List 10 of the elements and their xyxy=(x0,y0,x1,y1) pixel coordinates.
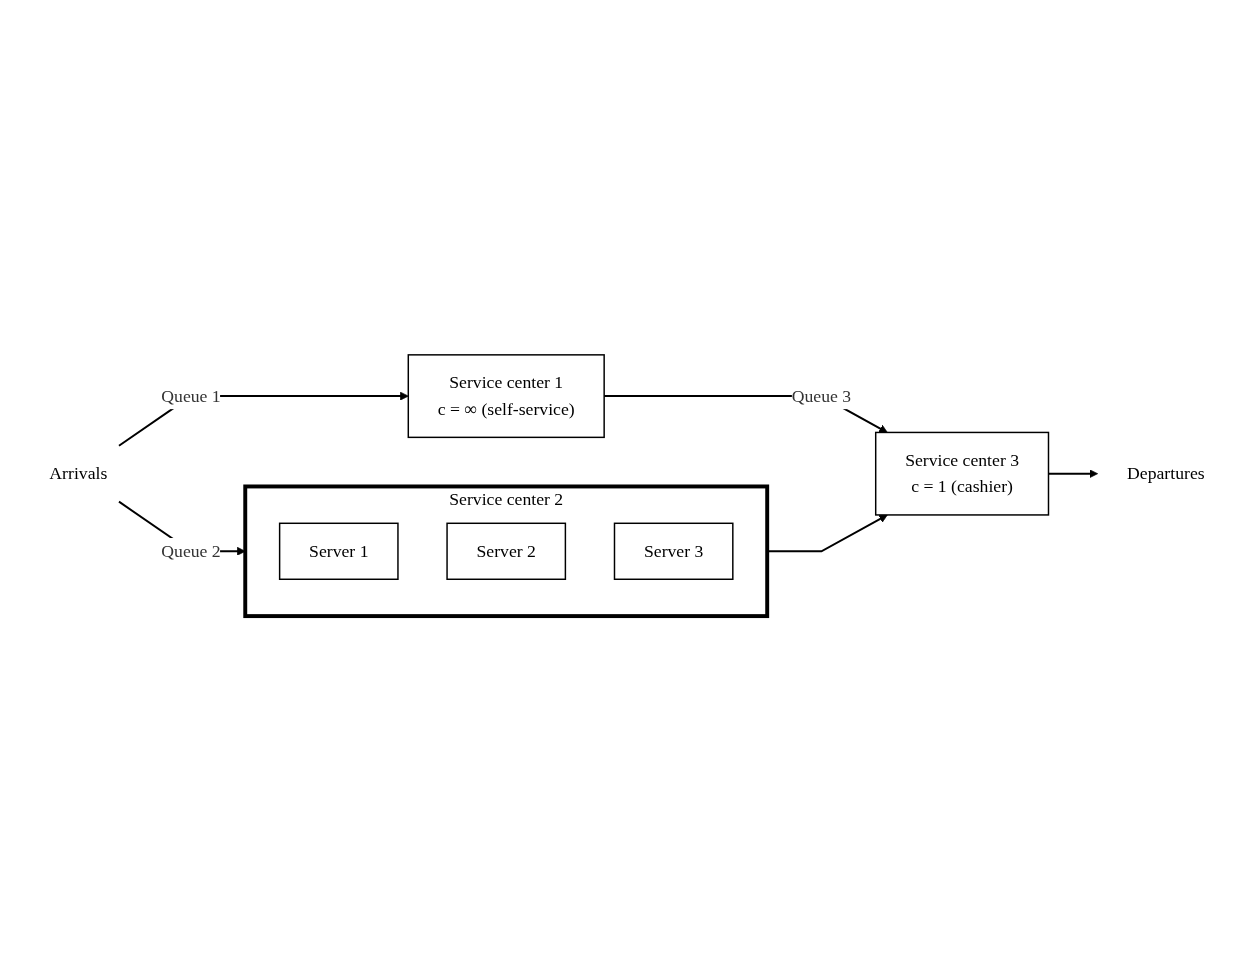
node-box: Server 1 xyxy=(278,522,399,580)
edge-label: Queue 3 xyxy=(791,385,852,405)
node-box: Service center 1 c = ∞ (self-service) xyxy=(407,353,605,438)
edge-label: Queue 2 xyxy=(161,540,221,561)
node-text: Arrivals xyxy=(49,462,108,483)
node-box: Server 3 xyxy=(613,522,734,580)
node-box: Server 2 xyxy=(446,522,567,580)
node-text: Departures xyxy=(1127,462,1205,483)
edge-label: Queue 1 xyxy=(161,385,221,405)
node-box: Service center 3 c = 1 (cashier) xyxy=(875,431,1050,516)
